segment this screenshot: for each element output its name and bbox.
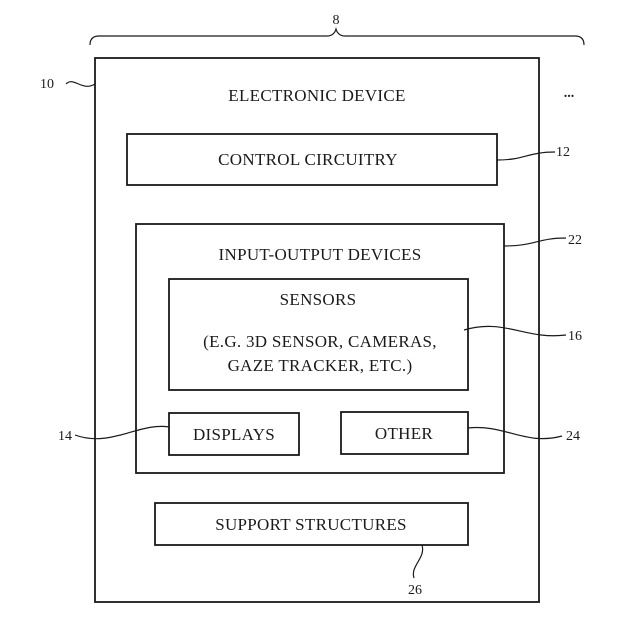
sensors-title: SENSORS xyxy=(280,290,357,309)
sensors-line-1: (E.G. 3D SENSOR, CAMERAS, xyxy=(203,332,437,351)
support-structures-box xyxy=(154,502,469,546)
sensors-ref-leader xyxy=(463,325,567,337)
displays-ref-label: 14 xyxy=(58,429,72,444)
support-structures-label: SUPPORT STRUCTURES xyxy=(215,515,407,534)
support-ref-label: 26 xyxy=(408,583,422,598)
sensors-box xyxy=(168,278,469,391)
displays-label: DISPLAYS xyxy=(193,425,275,444)
support-ref-leader xyxy=(412,544,424,579)
control-ref-label: 12 xyxy=(556,145,570,160)
electronic-device-title: ELECTRONIC DEVICE xyxy=(228,86,405,105)
control-ref-leader xyxy=(496,151,556,161)
other-ref-label: 24 xyxy=(566,429,580,444)
input-output-devices-box xyxy=(135,223,505,474)
other-label: OTHER xyxy=(375,424,434,443)
io-ref-label: 22 xyxy=(568,233,582,248)
electronic-device-box xyxy=(94,57,540,603)
system-ref-label: 8 xyxy=(333,13,340,28)
sensors-ref-label: 16 xyxy=(568,329,582,344)
control-circuitry-label: CONTROL CIRCUITRY xyxy=(218,150,398,169)
displays-ref-leader xyxy=(74,425,170,440)
displays-box xyxy=(168,412,300,456)
sensors-line-2: GAZE TRACKER, ETC.) xyxy=(228,356,413,375)
ellipsis-mark: ... xyxy=(564,86,575,101)
io-ref-leader xyxy=(503,237,567,247)
device-ref-leader xyxy=(65,81,96,87)
other-box xyxy=(340,411,469,455)
device-ref-label: 10 xyxy=(40,77,54,92)
system-brace xyxy=(89,26,585,46)
other-ref-leader xyxy=(467,426,563,440)
input-output-devices-label: INPUT-OUTPUT DEVICES xyxy=(219,245,422,264)
